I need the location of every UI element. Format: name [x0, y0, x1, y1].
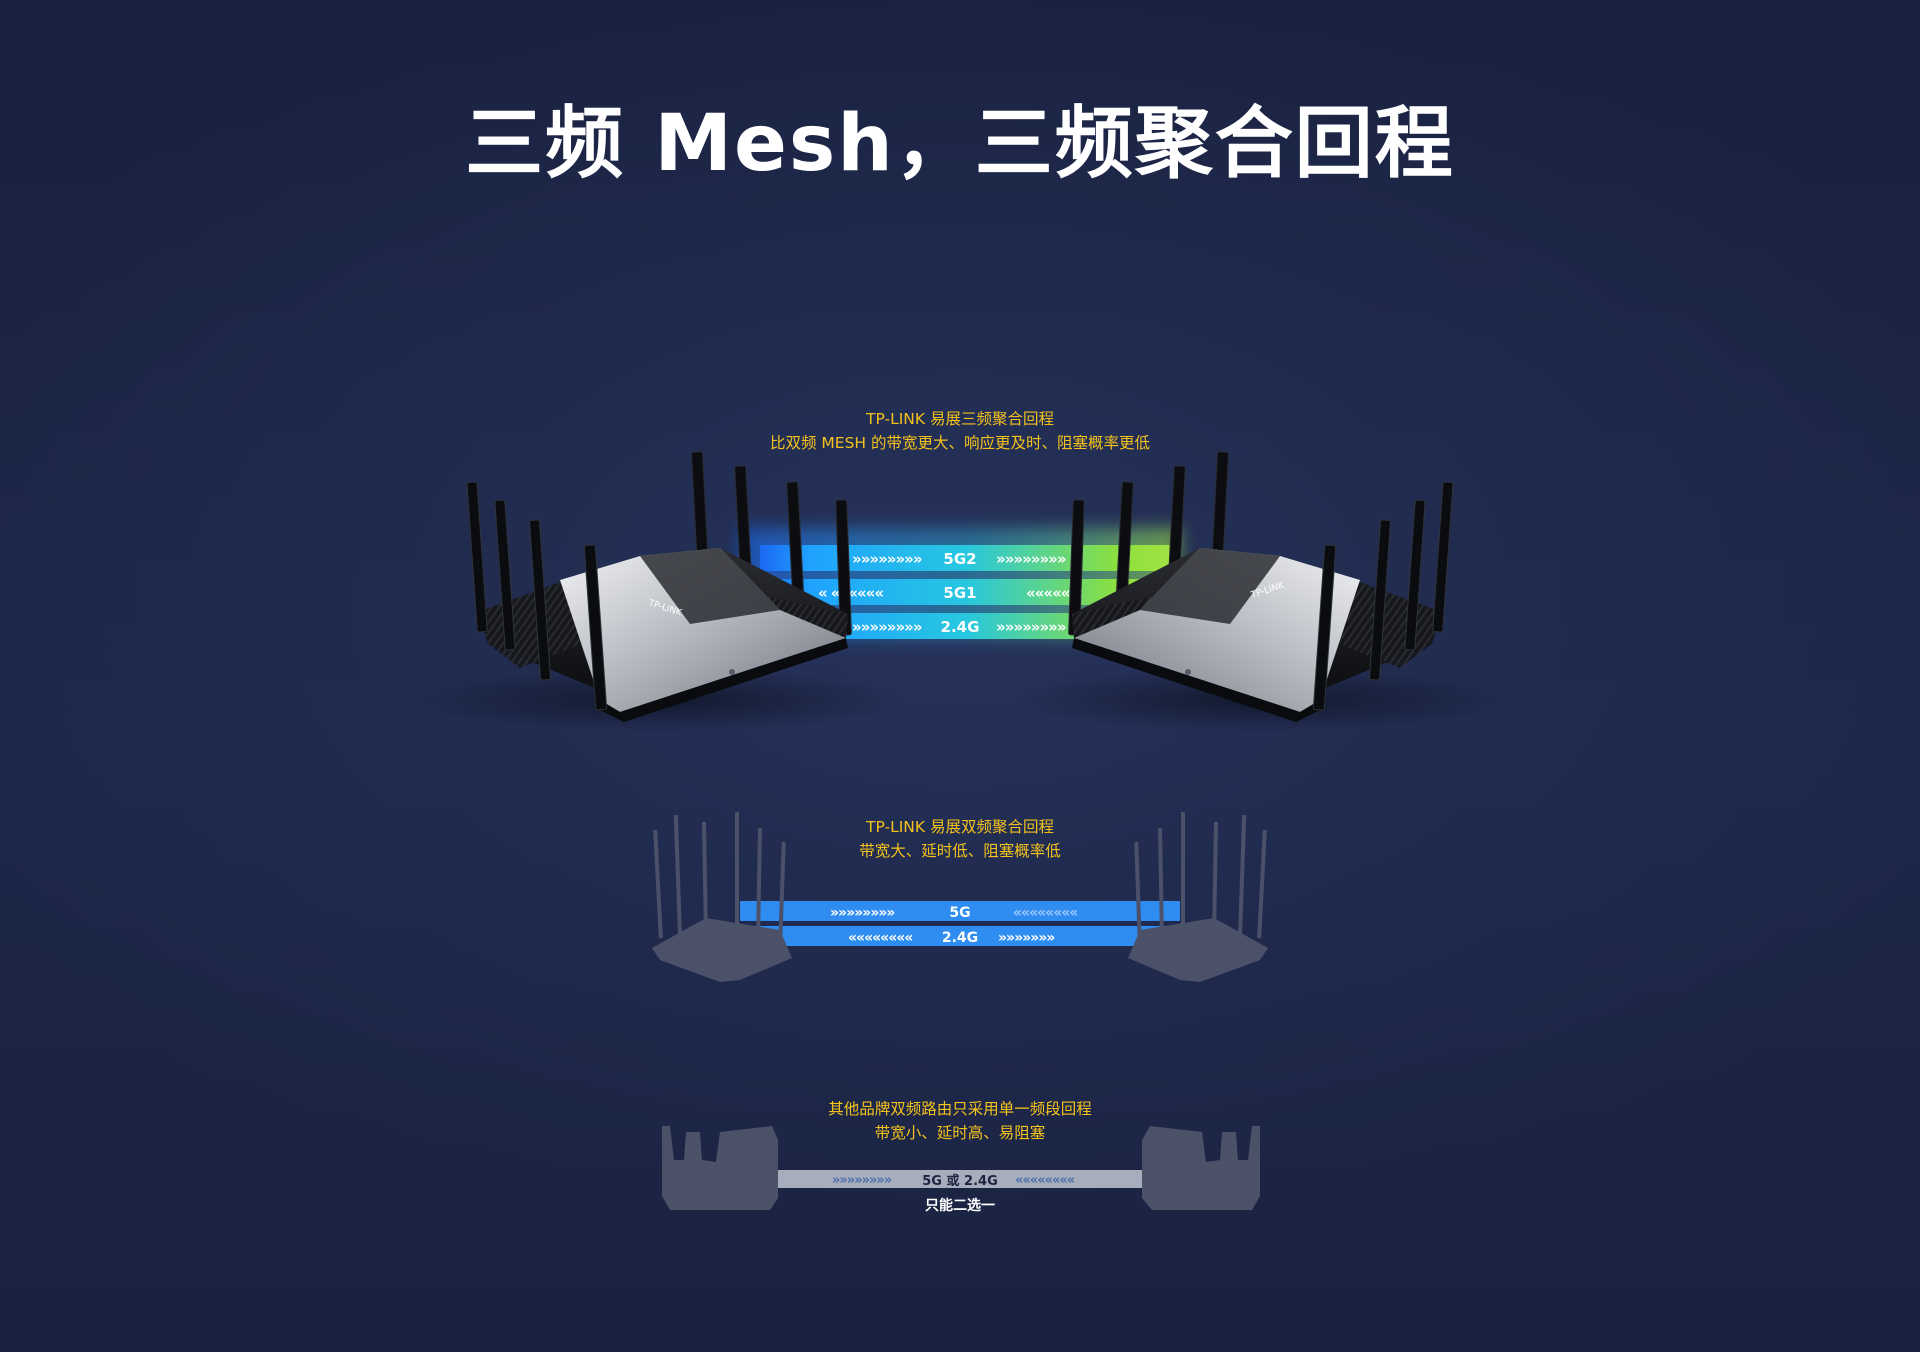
band-bar-5g	[740, 901, 1180, 921]
band-bar-5g2	[760, 545, 1170, 571]
single-band-note: 只能二选一	[925, 1198, 995, 1214]
single-band-caption-line1: 其他品牌双频路由只采用单一频段回程	[828, 1100, 1092, 1118]
chevron-right-icon: »»»»»»»»	[996, 550, 1066, 568]
chevron-right-icon: »»»»»»»»	[996, 618, 1066, 636]
chevron-left-icon: ««««««««	[1015, 1173, 1075, 1188]
tri-band-caption: TP-LINK 易展三频聚合回程 比双频 MESH 的带宽更大、响应更及时、阻塞…	[0, 407, 1920, 455]
chevron-right-icon: »»»»»»»»	[852, 618, 922, 636]
chevron-left-icon: « ««««««	[818, 584, 883, 602]
page-title: 三频 Mesh，三频聚合回程	[465, 99, 1455, 189]
band-label-5g1: 5G1	[943, 584, 976, 602]
band-bar-single	[760, 1170, 1160, 1188]
dual-band-caption-line1: TP-LINK 易展双频聚合回程	[866, 818, 1054, 836]
led-indicator	[729, 669, 735, 675]
chevron-right-icon: »»»»»»»»	[830, 905, 894, 921]
led-indicator	[1185, 669, 1191, 675]
dual-band-caption-line2: 带宽大、延时低、阻塞概率低	[859, 842, 1061, 860]
single-band-link: »»»»»»»» «««««««« 5G 或 2.4G	[760, 1170, 1160, 1189]
chevron-left-icon: ««««« «	[1026, 584, 1083, 602]
tri-band-caption-line2: 比双频 MESH 的带宽更大、响应更及时、阻塞概率更低	[769, 434, 1151, 452]
single-band-router-right	[1142, 1126, 1260, 1210]
band-label-single: 5G 或 2.4G	[922, 1173, 997, 1189]
tri-band-router-right: TP-LINK	[1010, 451, 1510, 732]
chevron-right-icon: »»»»»»»»	[852, 550, 922, 568]
band-label-24g: 2.4G	[941, 618, 980, 636]
band-label-5g: 5G	[949, 905, 970, 921]
dual-band-router-left	[652, 812, 792, 982]
single-band-caption-line2: 带宽小、延时高、易阻塞	[874, 1124, 1046, 1142]
single-band-caption: 其他品牌双频路由只采用单一频段回程 带宽小、延时高、易阻塞	[0, 1097, 1920, 1145]
dual-band-router-right	[1128, 812, 1268, 982]
dual-band-caption: TP-LINK 易展双频聚合回程 带宽大、延时低、阻塞概率低	[0, 815, 1920, 863]
band-bar-24g-dual	[740, 926, 1180, 946]
tri-band-caption-line1: TP-LINK 易展三频聚合回程	[866, 410, 1054, 428]
dual-band-links: »»»»»»»» «««««««« «««««««« »»»»»»» 5G 2.…	[740, 901, 1180, 946]
chevron-left-icon: ««««««««	[1013, 905, 1077, 921]
chevron-left-icon: ««««««««	[848, 930, 912, 946]
chevron-right-icon: »»»»»»»	[998, 930, 1054, 946]
single-band-router-left	[662, 1126, 778, 1210]
tri-band-router-left: TP-LINK	[410, 451, 910, 732]
band-label-24g-dual: 2.4G	[942, 930, 978, 946]
chevron-right-icon: »»»»»»»»	[832, 1173, 892, 1188]
band-label-5g2: 5G2	[943, 550, 976, 568]
